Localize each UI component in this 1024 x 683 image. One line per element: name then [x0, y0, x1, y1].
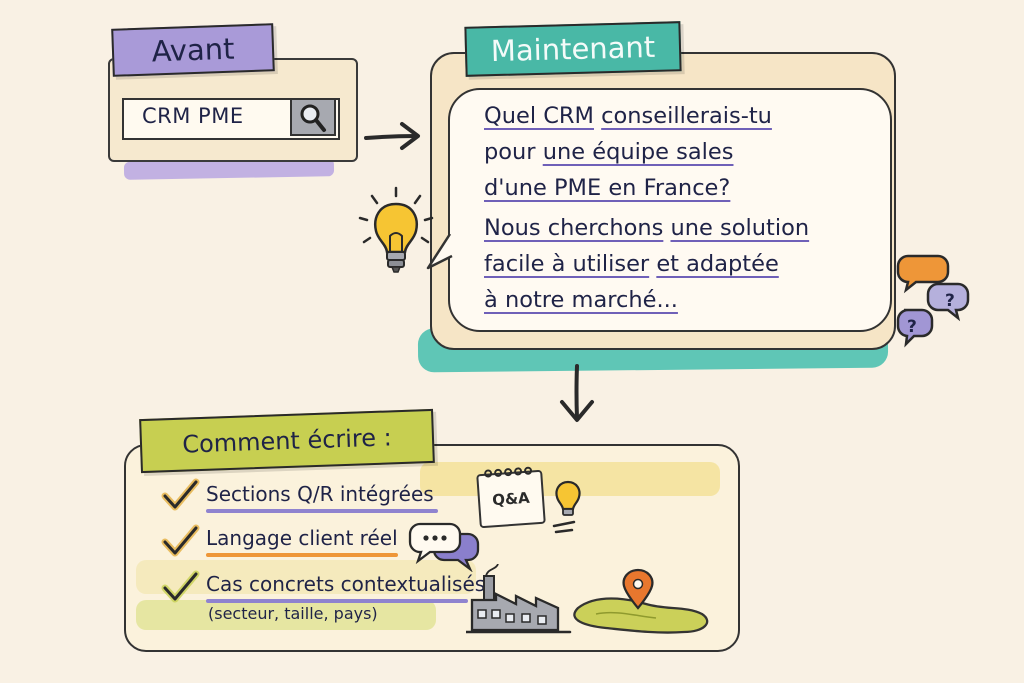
comment-tag: Comment écrire : — [139, 408, 435, 474]
prompt-line-4: Nous cherchons une solution — [484, 215, 810, 241]
qa-calendar-icon: Q&A — [476, 466, 546, 529]
prompt-text: Quel CRM conseillerais-tu pour une équip… — [484, 98, 864, 318]
svg-text:?: ? — [945, 291, 955, 311]
highlight-wash — [136, 600, 436, 630]
search-query: CRM PME — [142, 104, 244, 128]
tip-item-qa-sections: Sections Q/R intégrées — [206, 482, 438, 513]
search-button[interactable] — [290, 98, 336, 136]
speech-bubble — [448, 88, 892, 332]
tip-sub-note: (secteur, taille, pays) — [208, 604, 378, 623]
prompt-line-3: d'une PME en France? — [484, 175, 731, 201]
svg-text:?: ? — [907, 317, 917, 337]
tip-item-client-language: Langage client réel — [206, 526, 398, 557]
arrow-right-icon — [364, 122, 420, 150]
check-icon — [161, 478, 200, 511]
factory-map-pin-icon — [466, 564, 709, 634]
check-icon — [161, 524, 200, 557]
prompt-line-1: Quel CRM conseillerais-tu — [484, 103, 772, 129]
magnifier-icon — [300, 104, 326, 132]
chat-bubbles-icon — [408, 522, 480, 572]
check-icon — [161, 570, 200, 603]
speech-bubble-tail — [426, 233, 453, 270]
maintenant-tag: Maintenant — [464, 21, 682, 77]
arrow-down-icon — [560, 364, 594, 422]
lightbulb-icon — [358, 186, 434, 273]
question-bubbles-icon: ? ? — [896, 254, 970, 348]
mini-lightbulb-icon — [552, 480, 581, 534]
prompt-line-6: à notre marché... — [484, 287, 678, 313]
tip-item-concrete-cases: Cas concrets contextualisés — [206, 572, 485, 603]
prompt-line-5: facile à utiliser et adaptée — [484, 251, 779, 277]
avant-tag: Avant — [111, 23, 275, 77]
prompt-line-2: pour une équipe sales — [484, 139, 734, 165]
